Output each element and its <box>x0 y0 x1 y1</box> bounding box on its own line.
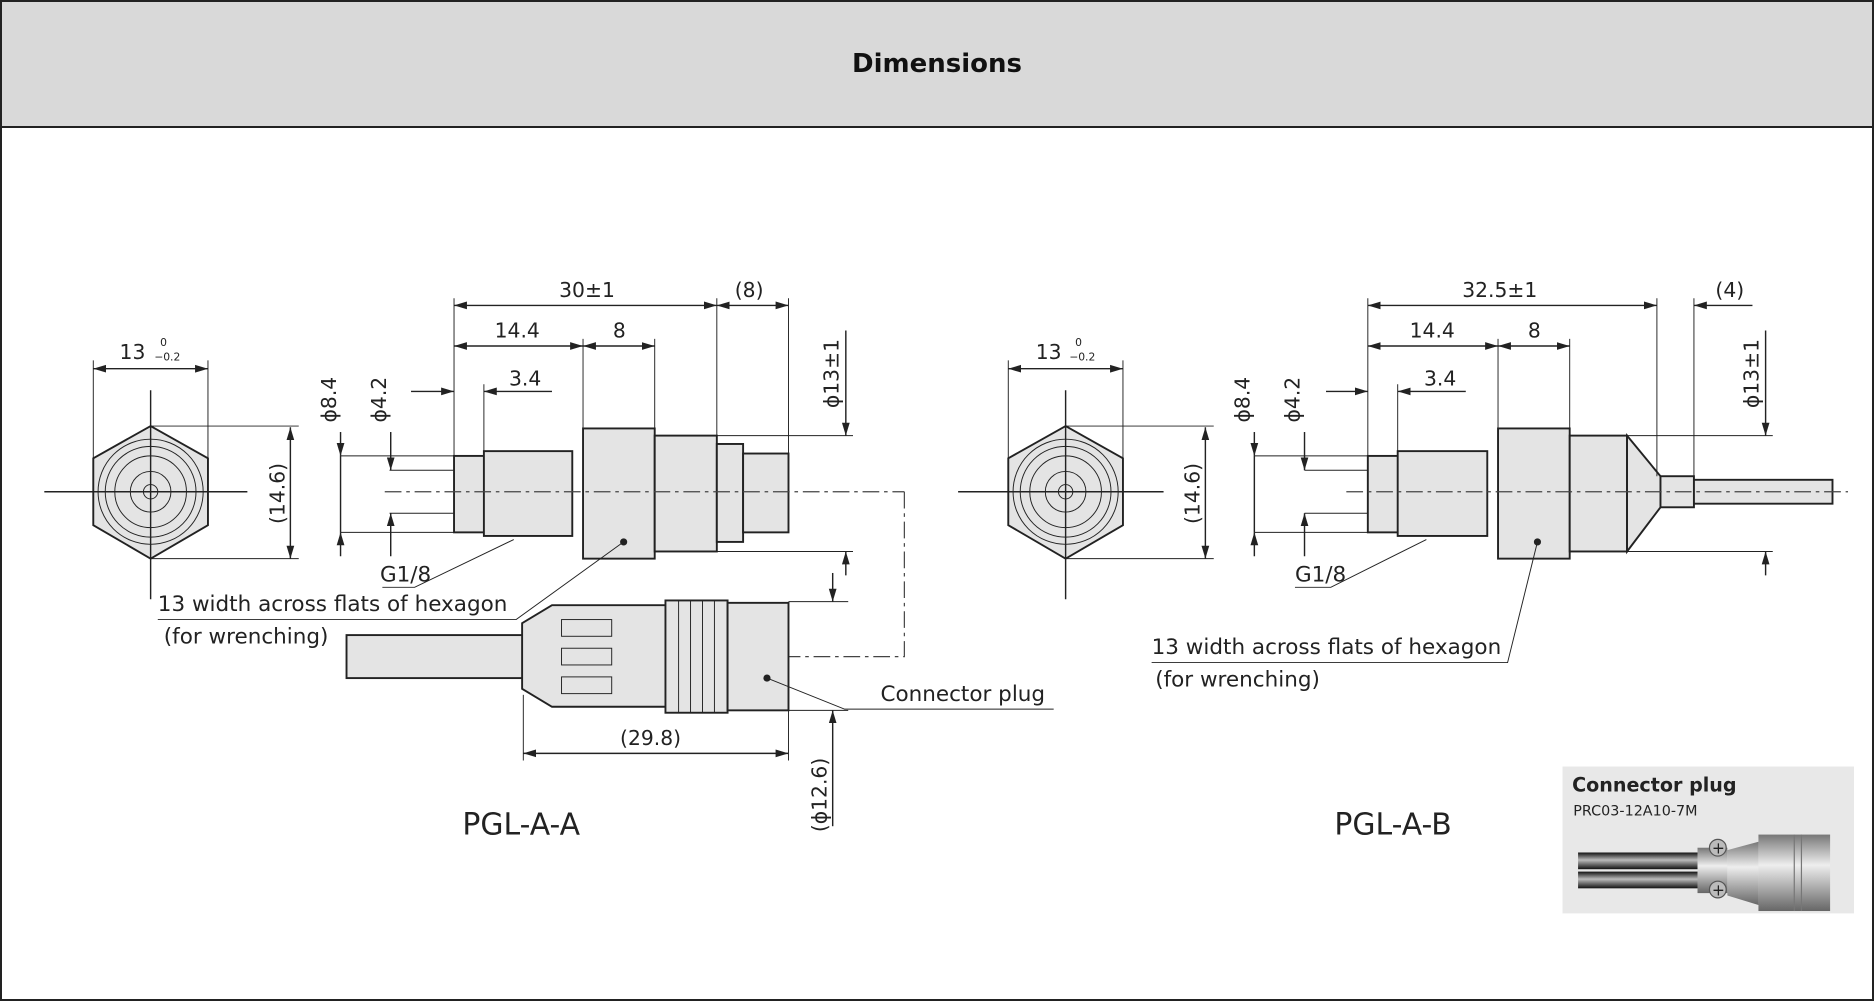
thread-label: G1/8 <box>380 562 431 587</box>
leader-notes: G1/8 13 width across flats of hexagon (f… <box>1152 538 1542 692</box>
side-dimensions: 30±1 (8) 14.4 8 3.4 ϕ8.4 ϕ4.2 ϕ13±1 <box>317 278 853 576</box>
tip-length-dim: 3.4 <box>509 366 541 390</box>
body-diameter-dim: ϕ13±1 <box>820 339 844 408</box>
hex-width-dim: 13 <box>1036 340 1062 364</box>
connector-plug-inset: Connector plug PRC03-12A10-7M + + <box>1562 766 1854 914</box>
hex-note-wrenching: (for wrenching) <box>164 624 329 649</box>
thread-length-dim: 14.4 <box>1410 319 1455 343</box>
side-dimensions: 32.5±1 (4) 14.4 8 3.4 ϕ8.4 ϕ4.2 ϕ13±1 <box>1231 278 1773 576</box>
hex-tol-upper: 0 <box>1075 336 1082 349</box>
connector-length-dim: (8) <box>735 278 764 302</box>
hex-tol-lower: −0.2 <box>1069 350 1095 363</box>
cable-length-dim: (4) <box>1715 278 1744 302</box>
panel-header: Dimensions <box>2 2 1872 128</box>
hex-width-dim: 13 <box>120 340 146 364</box>
front-view-hexagon: 13 0 −0.2 (14.6) <box>958 336 1214 600</box>
hex-height-dim: (14.6) <box>1180 463 1204 524</box>
port-diameter-dim: ϕ4.2 <box>1281 377 1305 423</box>
front-view-hexagon: 13 0 −0.2 (14.6) <box>44 336 299 600</box>
body-diameter-dim: ϕ13±1 <box>1739 339 1763 408</box>
thread-diameter-dim: ϕ8.4 <box>1231 377 1255 423</box>
model-name-pgl-a-a: PGL-A-A <box>462 808 580 843</box>
plug-diameter-dim: (ϕ12.6) <box>808 758 832 832</box>
screw-icon: + <box>1712 840 1725 858</box>
thread-label: G1/8 <box>1295 562 1346 587</box>
hex-note: 13 width across flats of hexagon <box>158 592 508 617</box>
hex-note: 13 width across flats of hexagon <box>1152 635 1502 660</box>
thread-length-dim: 14.4 <box>495 319 540 343</box>
pgl-a-a-drawing: 13 0 −0.2 (14.6) <box>44 278 1054 843</box>
thread-diameter-dim: ϕ8.4 <box>317 377 341 423</box>
connector-plug-label: Connector plug <box>880 682 1045 707</box>
overall-length-dim: 30±1 <box>559 278 615 302</box>
overall-length-dim: 32.5±1 <box>1462 278 1537 302</box>
hex-tol-upper: 0 <box>160 336 167 349</box>
hex-tol-lower: −0.2 <box>154 350 180 363</box>
inset-part-number: PRC03-12A10-7M <box>1573 803 1697 819</box>
port-diameter-dim: ϕ4.2 <box>367 377 391 423</box>
plug-length-dim: (29.8) <box>620 726 681 750</box>
hex-length-dim: 8 <box>1528 319 1541 343</box>
tip-length-dim: 3.4 <box>1424 366 1456 390</box>
side-view-sensor <box>348 427 905 658</box>
screw-icon: + <box>1712 881 1725 899</box>
hex-note-wrenching: (for wrenching) <box>1155 667 1320 692</box>
inset-title: Connector plug <box>1572 774 1737 797</box>
model-name-pgl-a-b: PGL-A-B <box>1334 808 1451 843</box>
connector-plug-drawing: (29.8) (ϕ12.6) Connector plug <box>345 572 1054 832</box>
panel-title: Dimensions <box>852 49 1022 79</box>
hex-length-dim: 8 <box>613 319 626 343</box>
leader-notes: G1/8 13 width across flats of hexagon (f… <box>157 538 628 649</box>
connector-plug-photo: + + <box>1578 834 1831 912</box>
hex-height-dim: (14.6) <box>265 463 289 524</box>
pgl-a-b-drawing: 13 0 −0.2 (14.6) <box>958 278 1849 843</box>
side-view-sensor <box>1304 427 1849 560</box>
